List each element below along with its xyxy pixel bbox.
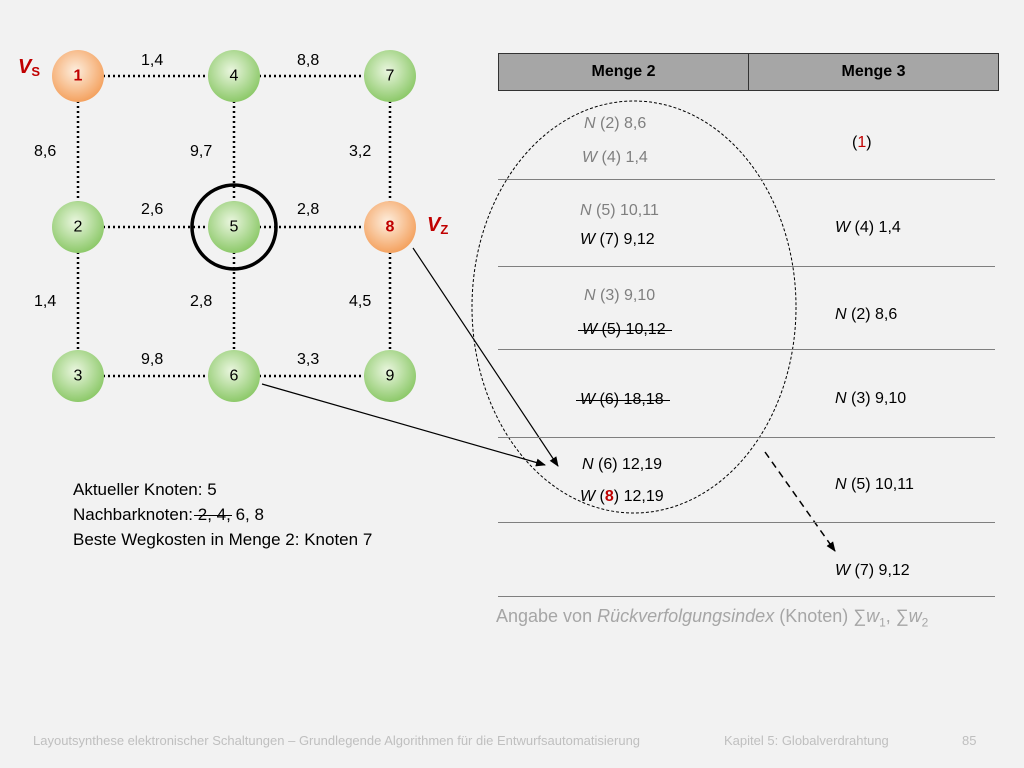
- menge3-entry: N (5) 10,11: [835, 476, 914, 493]
- edge-weight-1-4: 1,4: [141, 52, 164, 69]
- edge-weight-2-5: 2,6: [141, 201, 164, 218]
- menge2-entry-struck: W (5) 10,12: [582, 321, 666, 338]
- row-divider: [498, 349, 995, 350]
- menge2-ellipse: [471, 100, 797, 514]
- info-current-node: Aktueller Knoten: 5: [73, 480, 217, 499]
- arrow-node8-to-menge2: [412, 247, 559, 467]
- menge2-entry: N (3) 9,10: [584, 287, 656, 304]
- edge-weight-3-6: 9,8: [141, 351, 164, 368]
- source-label: VS: [18, 56, 41, 79]
- header-menge2: Menge 2: [498, 53, 749, 91]
- arrow-node6-to-menge2: [261, 383, 546, 467]
- menge2-entry: W (7) 9,12: [580, 231, 655, 248]
- menge3-entry: N (3) 9,10: [835, 390, 907, 407]
- edge-weight-7-8: 3,2: [349, 143, 372, 160]
- node-7: 7: [364, 50, 416, 102]
- row-divider: [498, 522, 995, 523]
- edge-weight-5-8: 2,8: [297, 201, 320, 218]
- menge3-entry: W (4) 1,4: [835, 219, 901, 236]
- svg-text:4: 4: [230, 68, 239, 85]
- edge-weight-4-5: 9,7: [190, 143, 213, 160]
- row-divider: [498, 179, 995, 180]
- svg-text:9: 9: [386, 368, 395, 385]
- menge3-entry: N (2) 8,6: [835, 306, 898, 323]
- row-divider: [498, 266, 995, 267]
- node-3: 3: [52, 350, 104, 402]
- footer-course-title: Layoutsynthese elektronischer Schaltunge…: [33, 733, 641, 748]
- edge-weight-2-3: 1,4: [34, 293, 57, 310]
- menge3-entry: (1): [852, 134, 872, 151]
- node-8: 8: [364, 201, 416, 253]
- menge2-entry: N (5) 10,11: [580, 202, 659, 219]
- menge2-entry: N (6) 12,19: [582, 456, 663, 473]
- row-divider: [498, 437, 995, 438]
- menge2-entry: W (8) 12,19: [580, 488, 664, 505]
- info-neighbor-nodes: Nachbarknoten: 2, 4, 6, 8: [73, 505, 264, 524]
- edge-weight-4-7: 8,8: [297, 52, 320, 69]
- header-menge3: Menge 3: [748, 53, 999, 91]
- menge2-entry: W (4) 1,4: [582, 149, 648, 166]
- svg-text:7: 7: [386, 68, 395, 85]
- edge-weight-8-9: 4,5: [349, 293, 372, 310]
- target-label: VZ: [427, 214, 449, 237]
- node-5: 5: [208, 201, 260, 253]
- svg-text:3: 3: [74, 368, 83, 385]
- edge-weight-5-6: 2,8: [190, 293, 213, 310]
- svg-text:6: 6: [230, 368, 239, 385]
- svg-text:2: 2: [74, 219, 83, 236]
- node-1: 1: [52, 50, 104, 102]
- menge2-entry-struck: W (6) 18,18: [580, 391, 664, 408]
- table-caption: Angabe von Rückverfolgungsindex (Knoten)…: [496, 606, 929, 630]
- node-4: 4: [208, 50, 260, 102]
- arrow-dashed-to-menge3: [764, 451, 836, 552]
- edge-weight-1-2: 8,6: [34, 143, 57, 160]
- node-6: 6: [208, 350, 260, 402]
- node-2: 2: [52, 201, 104, 253]
- node-9: 9: [364, 350, 416, 402]
- footer-page-number: 85: [962, 733, 977, 748]
- menge3-entry: W (7) 9,12: [835, 562, 910, 579]
- edge-weight-6-9: 3,3: [297, 351, 320, 368]
- svg-text:1: 1: [74, 68, 83, 85]
- svg-text:8: 8: [386, 219, 395, 236]
- footer-chapter: Kapitel 5: Globalverdrahtung: [724, 733, 889, 748]
- current-node-ring: [190, 183, 278, 271]
- menge2-entry: N (2) 8,6: [584, 115, 647, 132]
- row-divider: [498, 596, 995, 597]
- svg-text:5: 5: [230, 219, 239, 236]
- info-best-cost: Beste Wegkosten in Menge 2: Knoten 7: [73, 530, 373, 549]
